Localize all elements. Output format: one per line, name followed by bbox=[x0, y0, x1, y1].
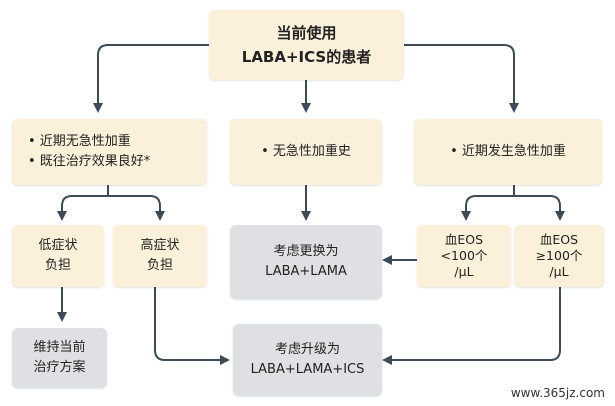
eos-high-line1: 血EOS bbox=[539, 231, 579, 247]
root-node: 当前使用 LABA+ICS的患者 bbox=[209, 10, 404, 80]
branch-left-item2: • 既往治疗效果良好* bbox=[28, 154, 151, 169]
maintain-treatment-node: 维持当前 治疗方案 bbox=[12, 328, 107, 388]
switch-line1: 考虑更换为 bbox=[273, 243, 339, 259]
eos-low-line1: 血EOS bbox=[444, 231, 484, 247]
eos-low-node: 血EOS <100个 /μL bbox=[417, 225, 511, 287]
eos-low-line2: <100个 bbox=[440, 247, 488, 263]
arrow-high-to-triple bbox=[154, 287, 230, 365]
low-symptom-line2: 负担 bbox=[44, 258, 71, 273]
arrow-root-to-right bbox=[404, 44, 519, 113]
arrow-left-to-low bbox=[57, 185, 109, 221]
escalate-triple-node: 考虑升级为 LABA+LAMA+ICS bbox=[233, 324, 382, 396]
maintain-line1: 维持当前 bbox=[33, 339, 86, 355]
low-symptom-node: 低症状 负担 bbox=[12, 225, 104, 287]
eos-high-node: 血EOS ≥100个 /μL bbox=[514, 225, 604, 287]
branch-middle-item1: • 无急性加重史 bbox=[261, 143, 351, 159]
low-symptom-line1: 低症状 bbox=[38, 237, 78, 253]
branch-middle-node: • 无急性加重史 bbox=[230, 119, 382, 185]
eos-low-line3: /μL bbox=[454, 264, 474, 280]
root-line1: 当前使用 bbox=[276, 24, 337, 42]
eos-high-line2: ≥100个 bbox=[535, 247, 583, 263]
branch-right-item1: • 近期发生急性加重 bbox=[450, 143, 566, 159]
arrow-eos-high-to-triple bbox=[382, 287, 561, 365]
branch-right-node: • 近期发生急性加重 bbox=[414, 119, 602, 185]
switch-laba-lama-node: 考虑更换为 LABA+LAMA bbox=[230, 225, 382, 299]
high-symptom-line2: 负担 bbox=[146, 258, 173, 273]
arrow-right-to-eos-low bbox=[461, 185, 515, 221]
high-symptom-node: 高症状 负担 bbox=[113, 225, 207, 287]
root-line2: LABA+ICS的患者 bbox=[241, 48, 372, 66]
high-symptom-line1: 高症状 bbox=[140, 237, 180, 253]
branch-left-node: • 近期无急性加重 • 既往治疗效果良好* bbox=[12, 119, 207, 185]
watermark-text: www.365jz.com bbox=[510, 386, 605, 400]
maintain-line2: 治疗方案 bbox=[33, 360, 86, 375]
arrow-left-to-high bbox=[108, 195, 165, 221]
arrow-right-to-eos-high bbox=[514, 195, 565, 221]
eos-high-line3: /μL bbox=[549, 264, 569, 280]
branch-left-item1: • 近期无急性加重 bbox=[28, 133, 131, 149]
triple-line1: 考虑升级为 bbox=[274, 341, 340, 357]
switch-line2: LABA+LAMA bbox=[265, 264, 347, 279]
arrow-root-to-left bbox=[93, 44, 209, 113]
triple-line2: LABA+LAMA+ICS bbox=[250, 362, 365, 377]
